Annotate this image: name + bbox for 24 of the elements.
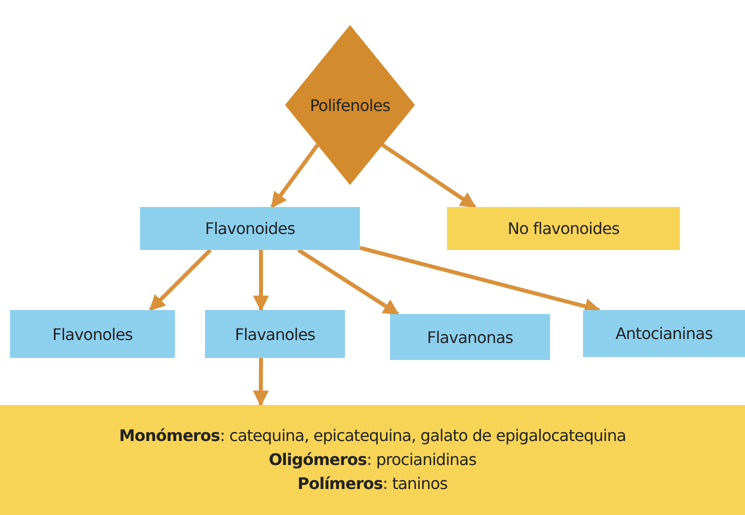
arrow	[381, 143, 476, 209]
node-label: Flavonoides	[205, 219, 295, 238]
node-label: Flavonoles	[52, 324, 133, 344]
node-label: Polifenoles	[310, 96, 390, 114]
category-box	[205, 310, 345, 358]
arrow	[148, 248, 212, 312]
text-panel	[0, 405, 745, 515]
node-label: Monómeros: catequina, epicatequina, galato de epigalocatequina	[119, 425, 626, 447]
decision-diamond	[285, 25, 415, 185]
arrow	[297, 248, 400, 316]
arrow	[253, 250, 269, 312]
category-box	[390, 314, 550, 360]
category-box	[10, 310, 175, 358]
node-label: Antocianinas	[615, 324, 713, 343]
node-label: Flavanonas	[427, 328, 513, 346]
category-box	[140, 207, 360, 250]
node-label: Flavanoles	[234, 324, 316, 344]
node-label: Oligómeros: procianidinas	[268, 449, 476, 471]
node-label: Polímeros: taninos	[297, 473, 448, 495]
arrow	[270, 144, 320, 208]
arrow	[252, 358, 269, 407]
node-label: No flavonoides	[508, 219, 620, 238]
category-box	[583, 310, 745, 357]
category-box	[447, 207, 680, 250]
